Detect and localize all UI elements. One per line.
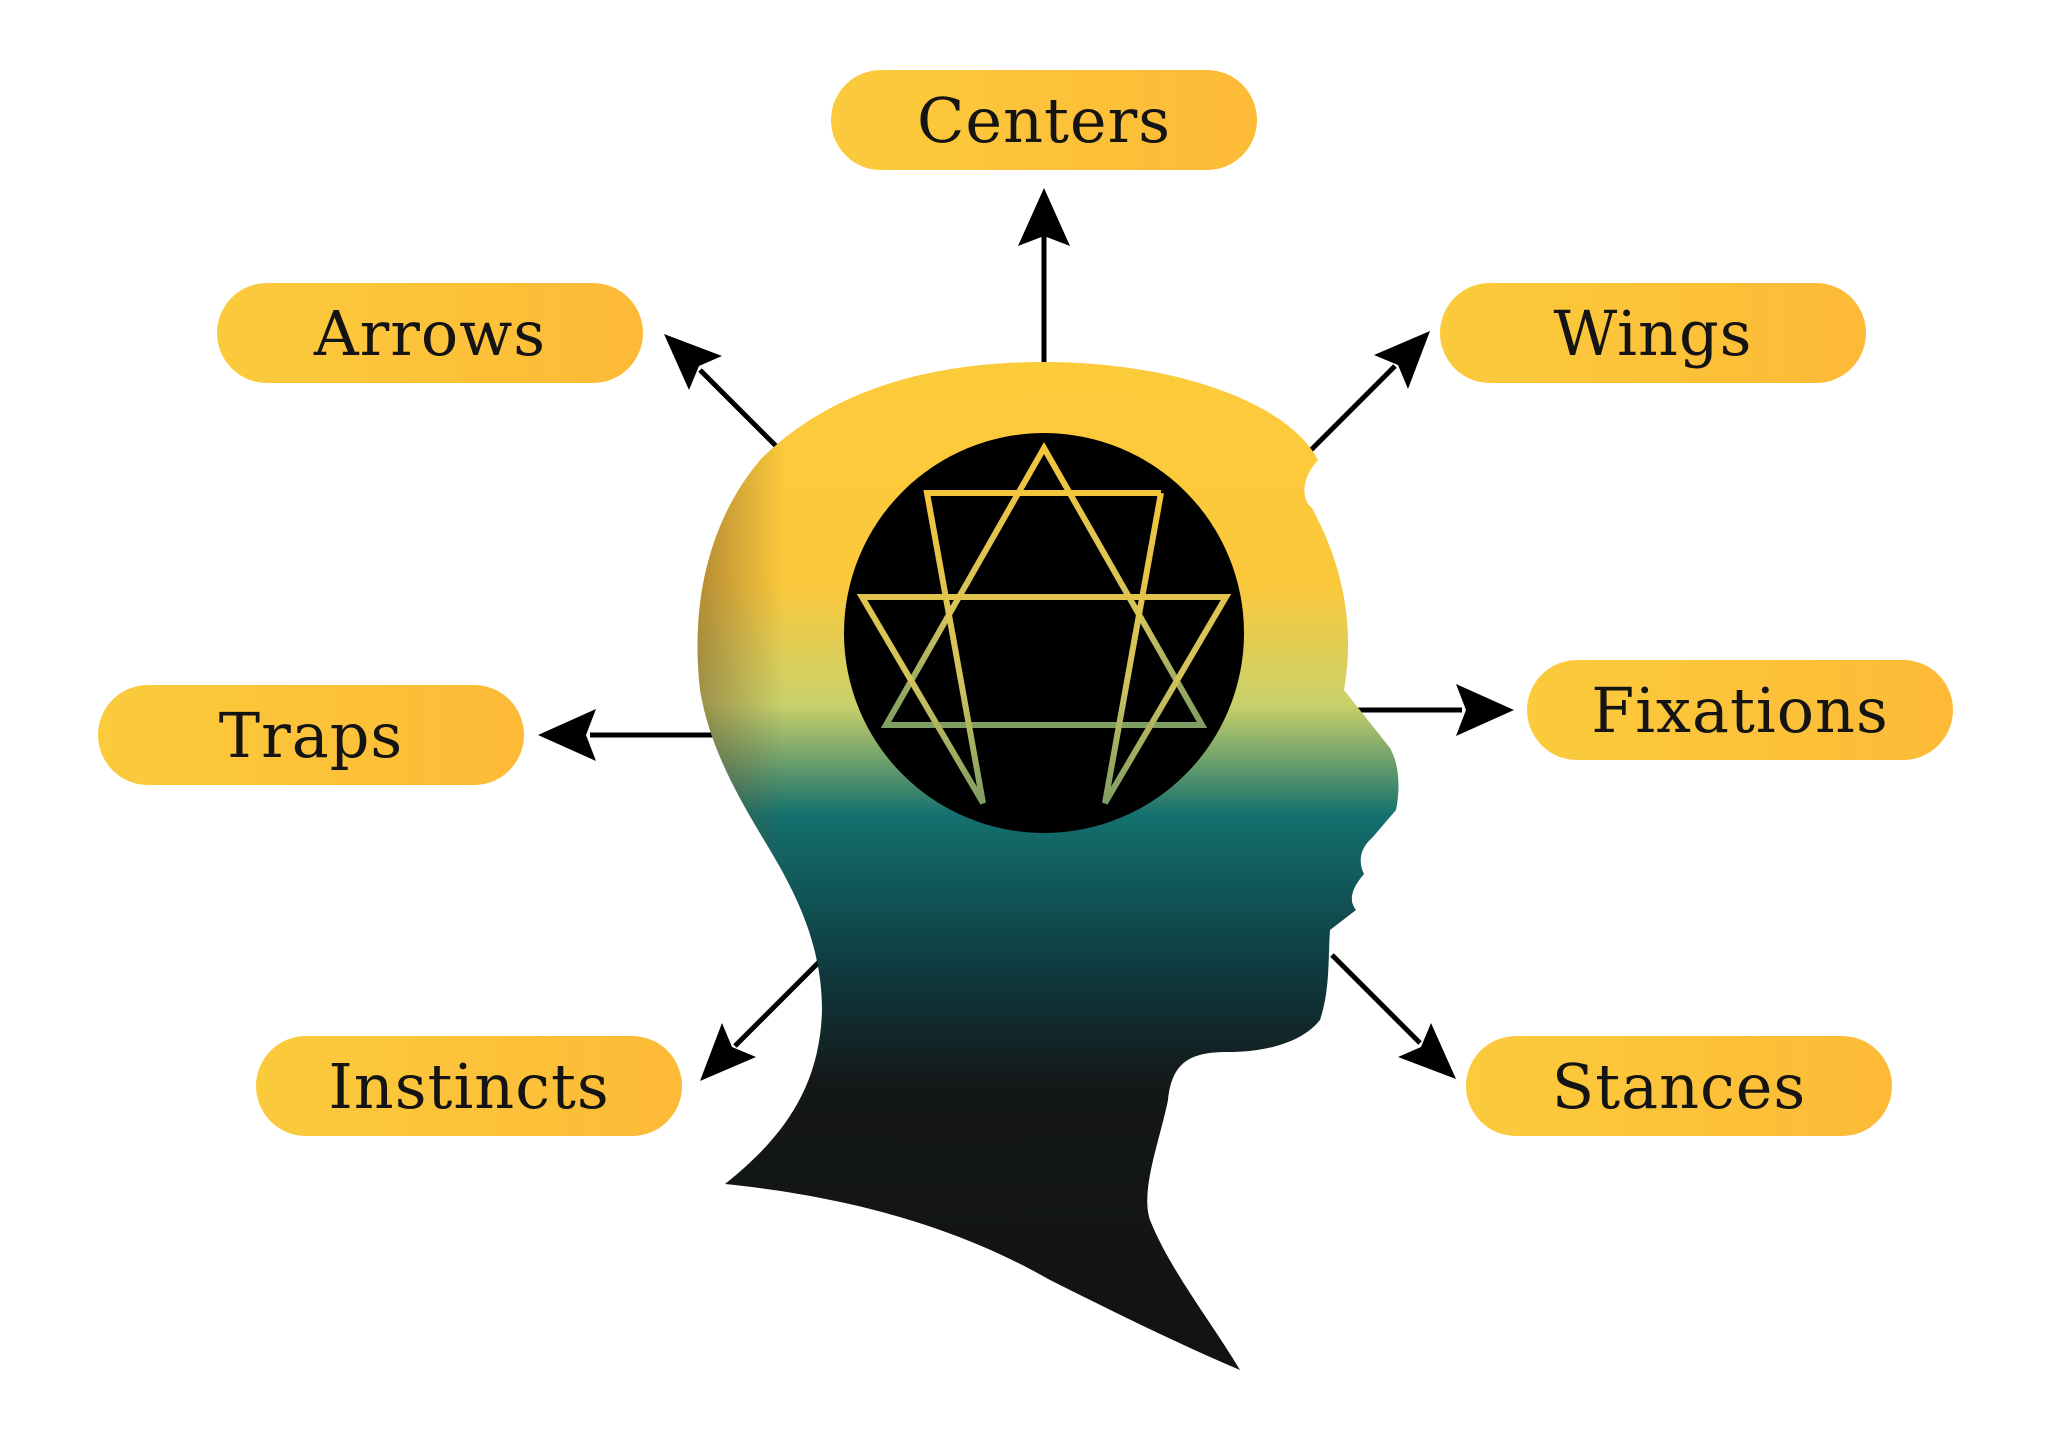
- label-centers: Centers: [831, 70, 1257, 170]
- label-wings: Wings: [1440, 283, 1866, 383]
- arrow-head-fixations: [1456, 684, 1514, 736]
- label-instincts: Instincts: [256, 1036, 682, 1136]
- arrow-to-wings: [1303, 366, 1395, 458]
- label-stances: Stances: [1466, 1036, 1892, 1136]
- arrow-to-stances: [1332, 955, 1420, 1043]
- arrow-to-instincts: [735, 955, 826, 1046]
- label-arrows: Arrows: [217, 283, 643, 383]
- label-fixations: Fixations: [1527, 660, 1953, 760]
- arrow-head-traps: [538, 709, 596, 761]
- label-traps: Traps: [98, 685, 524, 785]
- enneagram-icon: [844, 433, 1244, 833]
